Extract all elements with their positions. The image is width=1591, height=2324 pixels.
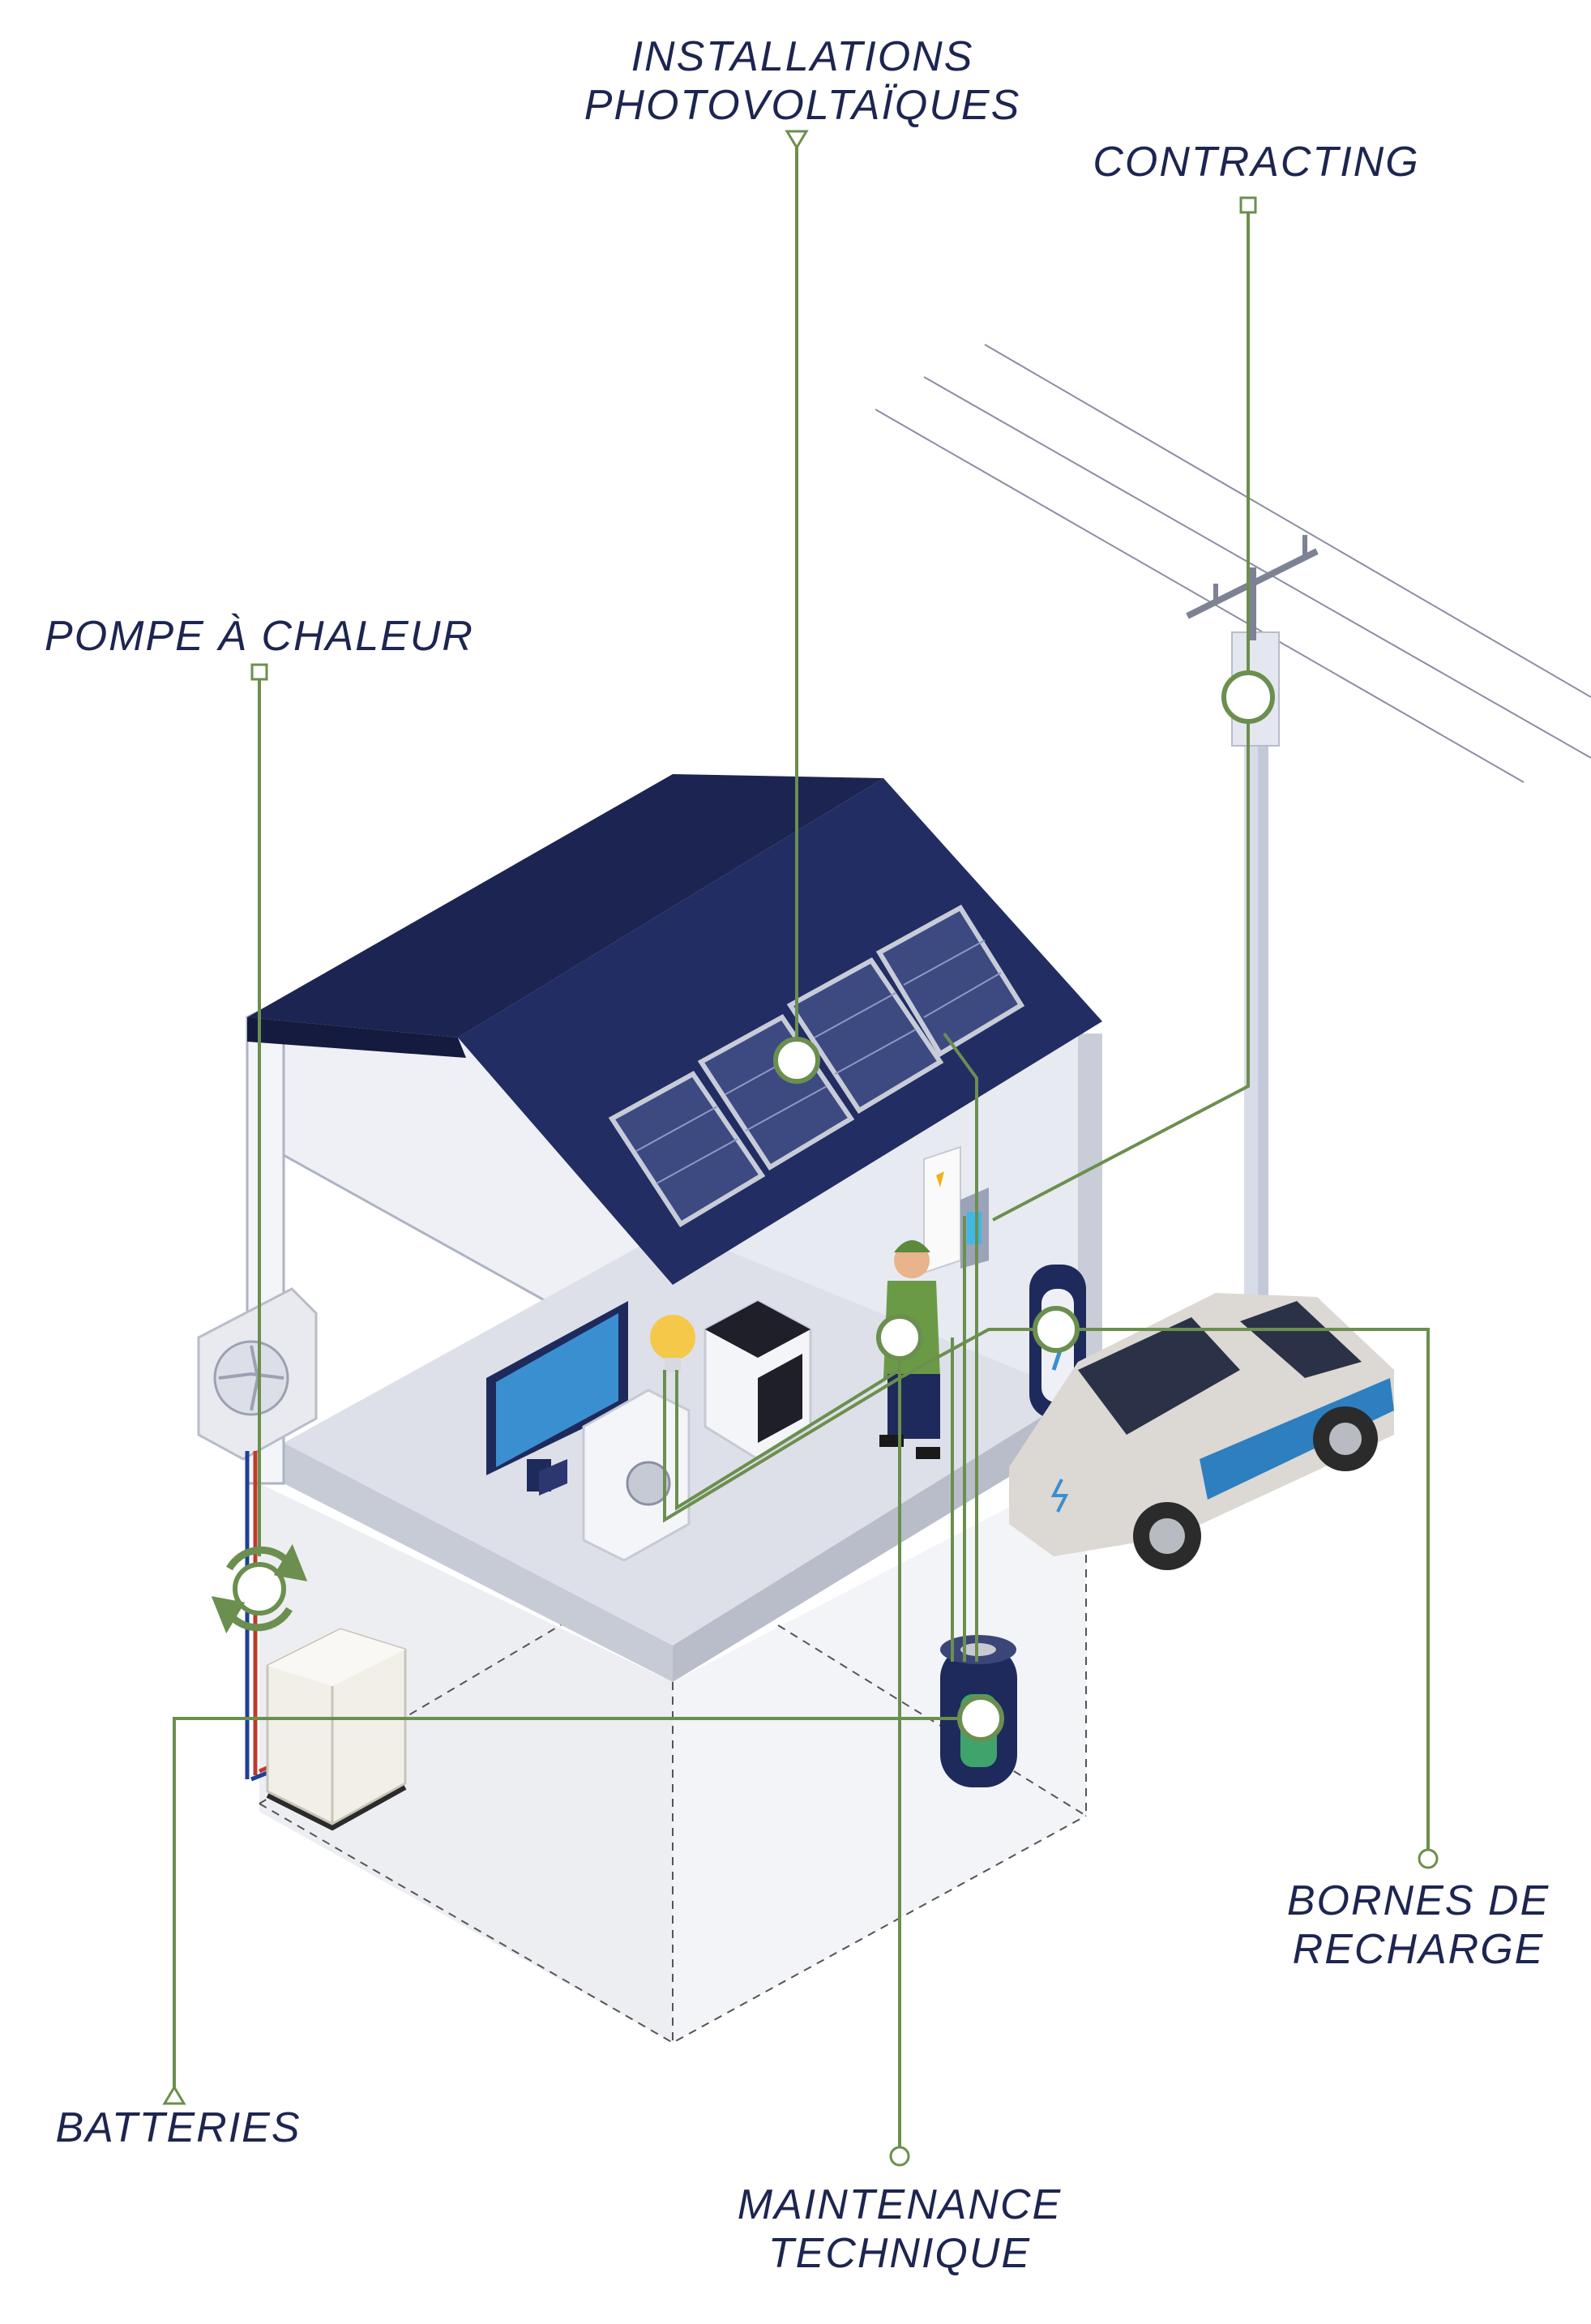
label-pompe-line1: POMPE À CHALEUR [45, 613, 474, 660]
node-bornes [1033, 1306, 1080, 1353]
marker-triangle-photovoltaiques [785, 130, 809, 150]
power-pole-icon [1186, 535, 1319, 1305]
label-maintenance-line2: TECHNIQUE [768, 2230, 1032, 2277]
solar-panel-grid [635, 939, 1002, 1184]
marker-square-contracting [1239, 196, 1257, 214]
tv-icon [486, 1301, 628, 1496]
connector-nodes [233, 670, 1275, 1742]
power-lines [875, 344, 1591, 783]
boiler-icon [266, 1628, 407, 1831]
label-batteries: BATTERIES [16, 2104, 340, 2152]
solar-panel-icon [608, 905, 1025, 1228]
marker-triangle-batteries [162, 2085, 186, 2105]
label-contracting: CONTRACTING [1046, 138, 1467, 186]
label-bornes-line2: RECHARGE [1292, 1926, 1545, 1973]
recycle-arrows-icon [211, 1543, 308, 1634]
connector-markers [162, 130, 1439, 2167]
electric-car-icon [1009, 1293, 1394, 1570]
washing-machine-icon [582, 1389, 691, 1562]
marker-circle-maintenance [889, 2146, 910, 2167]
label-photovoltaiques-line2: PHOTOVOLTAÏQUES [584, 82, 1021, 129]
label-bornes-de-recharge: BORNES DE RECHARGE [1248, 1877, 1589, 1974]
connector-lines [173, 142, 1430, 2152]
marker-square-pompe [250, 663, 268, 681]
label-maintenance-line1: MAINTENANCE [737, 2181, 1063, 2228]
label-bornes-line1: BORNES DE [1286, 1877, 1550, 1924]
basement-area [259, 1467, 1087, 2044]
node-maintenance [876, 1314, 923, 1361]
label-pompe-a-chaleur: POMPE À CHALEUR [16, 612, 503, 661]
marker-circle-bornes [1418, 1848, 1439, 1869]
heat-pump-icon [197, 1287, 318, 1461]
node-pompe [233, 1562, 286, 1616]
node-batteries [957, 1695, 1004, 1742]
node-photovoltaiques [773, 1037, 820, 1084]
oven-icon [704, 1299, 812, 1461]
electrical-panel [923, 1145, 989, 1274]
lightbulb-icon [650, 1315, 695, 1372]
label-contracting-line1: CONTRACTING [1093, 139, 1420, 186]
label-photovoltaiques: INSTALLATIONS PHOTOVOLTAÏQUES [559, 32, 1046, 130]
label-photovoltaiques-line1: INSTALLATIONS [631, 33, 974, 80]
node-contracting [1221, 670, 1275, 724]
label-maintenance-technique: MAINTENANCE TECHNIQUE [705, 2181, 1094, 2278]
label-batteries-line1: BATTERIES [55, 2104, 302, 2151]
